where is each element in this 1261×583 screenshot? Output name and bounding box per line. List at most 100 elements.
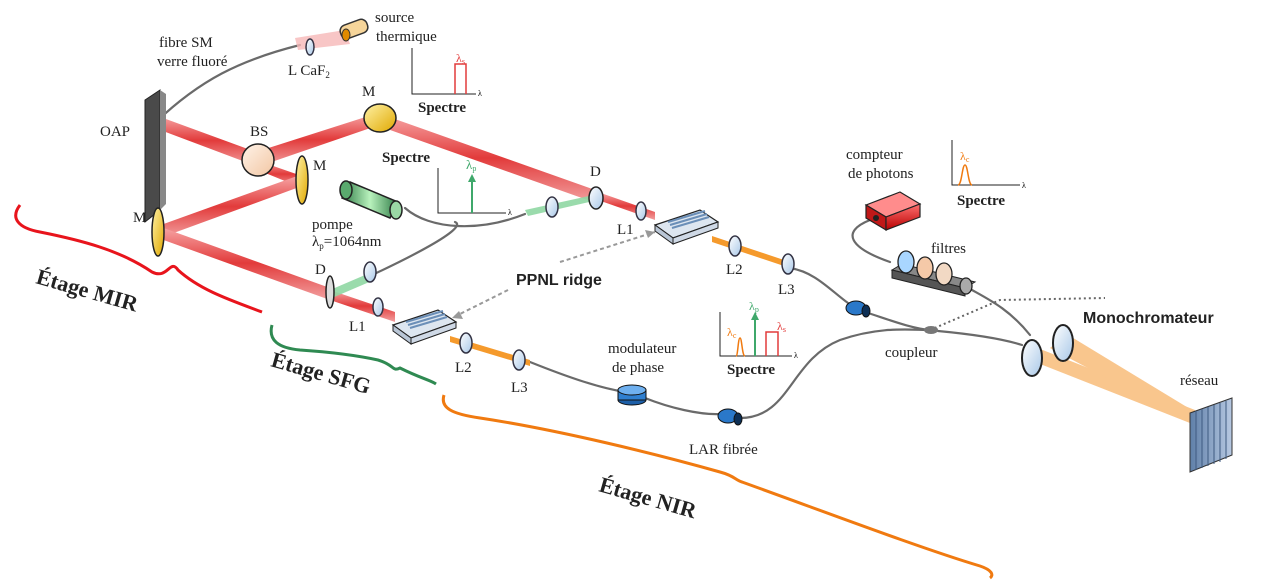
ppln-chip-lower	[391, 309, 458, 345]
lens-caf2	[305, 38, 315, 56]
modulateur-label-1: modulateur	[608, 341, 676, 357]
ppln-chip-upper	[653, 209, 720, 245]
source-axis-unit: λ	[478, 89, 482, 98]
pump-peak-label: λp	[466, 157, 476, 173]
beam-mtop-d	[376, 113, 598, 203]
thermal-source	[339, 18, 369, 42]
detector-spectrum-title: Spectre	[957, 193, 1005, 209]
beam-d-l1-upper	[598, 192, 655, 220]
sfg-axis-unit: λ	[794, 351, 798, 360]
mirror-left	[151, 207, 165, 257]
pump-spectrum-title: Spectre	[382, 150, 430, 166]
ppln-arrowhead-upper	[645, 230, 655, 238]
pump-beam-lower	[330, 272, 374, 298]
mir-beams	[155, 113, 655, 322]
lens-l3-lower	[512, 349, 526, 371]
pump-beams	[330, 194, 598, 298]
detector-fiber	[851, 218, 892, 264]
modulateur-label-2: de phase	[612, 360, 664, 376]
sfg-peak-c-label: λc	[727, 325, 737, 340]
nir-fiber-upper-to-coupler	[863, 310, 932, 332]
compteur-label-1: compteur	[846, 147, 903, 163]
l3-lower-label: L3	[511, 380, 528, 396]
mono-beam-3	[1050, 340, 1195, 422]
dichroic-upper	[588, 186, 604, 210]
dotted-connector	[929, 297, 1106, 331]
l3-upper-label: L3	[778, 282, 795, 298]
photon-counter	[864, 191, 922, 232]
lens-caf2-label: L CaF2	[288, 63, 330, 80]
oap-mirror	[144, 89, 161, 224]
lambda-p-label: λp=1064nm	[312, 234, 382, 251]
sfg-peak-p-label: λp	[749, 299, 759, 314]
monochromateur-label: Monochromateur	[1083, 310, 1214, 327]
beam-d-l1-lower	[330, 290, 395, 322]
filters-bench	[890, 250, 977, 297]
phase-modulator	[617, 384, 647, 406]
coupler-to-mono	[936, 329, 1024, 347]
detector-axis-unit: λ	[1022, 181, 1026, 190]
nir-beam-upper	[712, 236, 790, 268]
mirror-left-label: M	[133, 210, 146, 226]
l2-lower-label: L2	[455, 360, 472, 376]
l2-upper-label: L2	[726, 262, 743, 278]
grating	[1189, 397, 1233, 473]
pompe-label: pompe	[312, 217, 353, 233]
lar-fibree-label: LAR fibrée	[689, 442, 758, 458]
source-peak-label: λs	[456, 51, 465, 66]
etage-sfg-label: Étage SFG	[269, 347, 374, 399]
pump-laser	[339, 180, 403, 220]
l1-lower-label: L1	[349, 319, 366, 335]
stage-nir-brace	[441, 394, 994, 580]
nir-fiber-to-coupler	[738, 328, 932, 420]
compteur-label-2: de photons	[848, 166, 914, 182]
pump-lens-lower	[363, 261, 377, 283]
ppln-pointers	[451, 231, 656, 319]
mirror-mid-label: M	[313, 158, 326, 174]
filtres-label: filtres	[931, 241, 966, 257]
mono-beam-1	[1030, 345, 1195, 425]
spectrum-source: λs λ Spectre	[411, 48, 482, 116]
pump-lens-upper	[545, 196, 559, 218]
bs-label: BS	[250, 124, 268, 140]
lens-l2-lower	[459, 332, 473, 354]
etage-nir-label: Étage NIR	[597, 472, 701, 524]
spectrum-detector: λc λ Spectre	[951, 140, 1026, 209]
mirror-top	[363, 103, 397, 133]
lens-l3-upper	[781, 253, 795, 275]
sfg-spectrum-title: Spectre	[727, 362, 775, 378]
reseau-label: réseau	[1180, 373, 1219, 389]
lens-l2-upper	[728, 235, 742, 257]
detector-peak-label: λc	[960, 149, 970, 164]
coupleur-label: coupleur	[885, 345, 937, 361]
beam-mleft-d	[158, 226, 330, 300]
source-spectrum-title: Spectre	[418, 100, 466, 116]
oap-label: OAP	[100, 124, 130, 140]
pump-fiber-lower	[370, 220, 459, 277]
dichroic-lower	[325, 275, 335, 309]
fibre-sm-label-2: verre fluoré	[157, 54, 228, 70]
fibers	[154, 43, 1032, 420]
mono-lens-2	[1052, 324, 1074, 362]
beam-oap-bs	[155, 115, 256, 166]
fibre-sm-label-1: fibre SM	[159, 35, 213, 51]
stage-sfg-brace	[269, 324, 437, 386]
fibered-laser-lower	[717, 408, 743, 426]
pump-axis-unit: λ	[508, 208, 512, 217]
nir-fiber-upper	[788, 266, 850, 305]
mono-beams	[1030, 330, 1200, 425]
source-label-2: thermique	[376, 29, 437, 45]
sfg-peak-s-label: λs	[777, 319, 786, 334]
fibered-laser-upper	[845, 300, 871, 318]
pump-beam-upper	[525, 194, 598, 216]
d-lower-label: D	[315, 262, 326, 278]
beam-bs-mtop	[256, 113, 382, 166]
oap-side	[160, 90, 166, 210]
spectrum-sfg: λc λp λs λ Spectre	[719, 299, 798, 378]
d-upper-label: D	[590, 164, 601, 180]
mirror-mid	[295, 155, 309, 205]
mono-beam-2	[1060, 330, 1200, 420]
filters-fiber	[970, 288, 1032, 337]
etage-mir-label: Étage MIR	[34, 264, 142, 317]
